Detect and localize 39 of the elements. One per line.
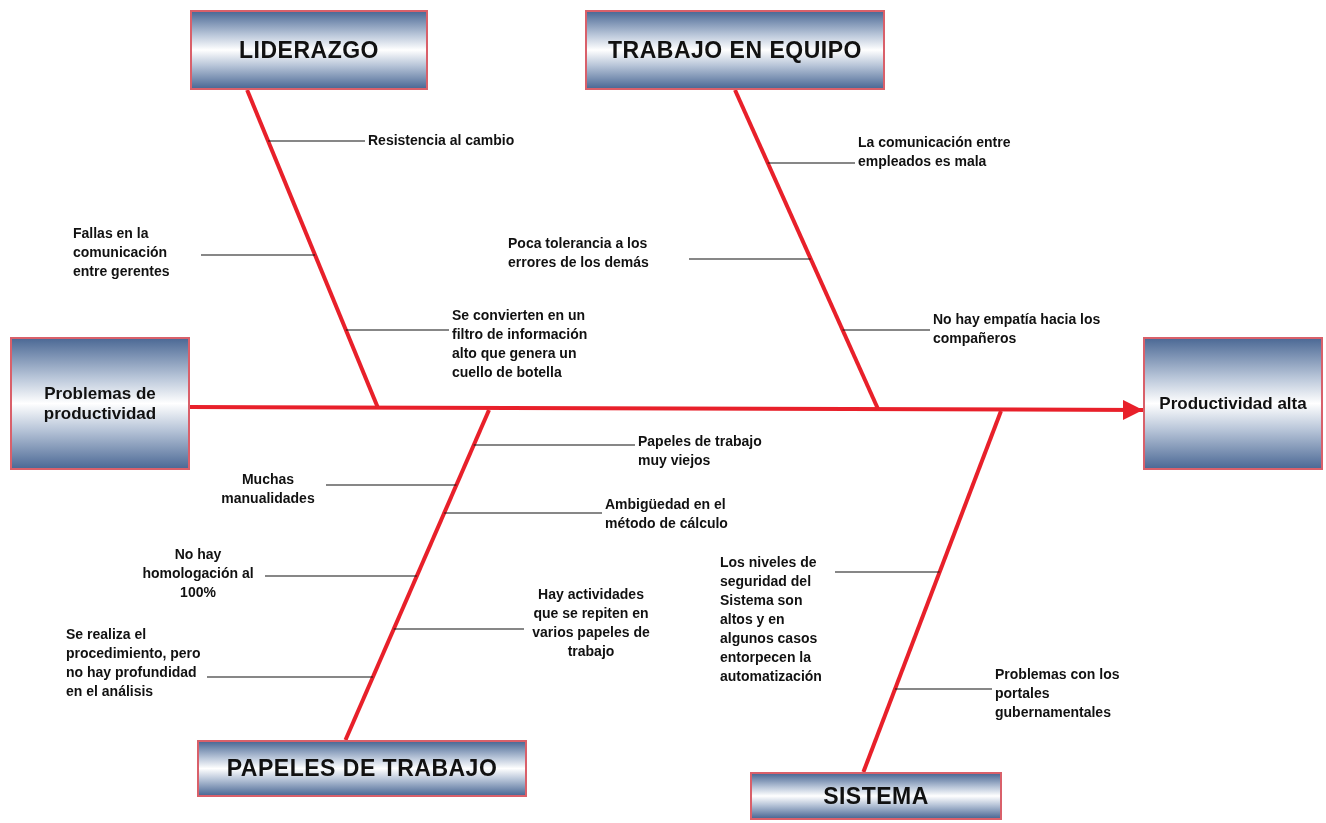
leader-line xyxy=(325,484,457,486)
leader-line xyxy=(200,254,316,256)
cause-text: La comunicación entre empleados es mala xyxy=(858,133,1013,171)
category-box: Problemas de productividad xyxy=(10,337,190,470)
bone-line xyxy=(245,89,380,409)
spine-arrow xyxy=(190,399,1143,420)
leader-line xyxy=(688,258,812,260)
leader-line xyxy=(345,329,450,331)
category-box: SISTEMA xyxy=(750,772,1002,820)
cause-text: Los niveles de seguridad del Sistema son altos y en algunos casos entorpecen la automatización xyxy=(720,553,832,686)
cause-text: Se realiza el procedimiento, pero no hay profundidad en el análisis xyxy=(66,625,204,701)
cause-text: No hay homologación al 100% xyxy=(134,545,262,602)
cause-text: Resistencia al cambio xyxy=(368,131,515,150)
leader-line xyxy=(767,162,856,164)
leader-line xyxy=(206,676,374,678)
bone-line xyxy=(733,89,880,410)
leader-line xyxy=(473,444,636,446)
cause-text: Papeles de trabajo muy viejos xyxy=(638,432,788,470)
leader-line xyxy=(264,575,418,577)
category-box: PAPELES DE TRABAJO xyxy=(197,740,527,797)
cause-text: No hay empatía hacia los compañeros xyxy=(933,310,1105,348)
leader-line xyxy=(267,140,366,142)
leader-line xyxy=(443,512,603,514)
category-box: Productividad alta xyxy=(1143,337,1323,470)
leader-line xyxy=(834,571,941,573)
cause-text: Muchas manualidades xyxy=(213,470,323,508)
cause-text: Hay actividades que se repiten en varios papeles de trabajo xyxy=(527,585,655,661)
leader-line xyxy=(842,329,931,331)
cause-text: Se convierten en un filtro de información alto que genera un cuello de botella xyxy=(452,306,614,382)
category-box: LIDERAZGO xyxy=(190,10,428,90)
bone-line xyxy=(861,410,1003,773)
cause-text: Ambigüedad en el método de cálculo xyxy=(605,495,747,533)
category-box: TRABAJO EN EQUIPO xyxy=(585,10,885,90)
cause-text: Fallas en la comunicación entre gerentes xyxy=(73,224,198,281)
cause-text: Problemas con los portales gubernamentales xyxy=(995,665,1140,722)
leader-line xyxy=(393,628,525,630)
leader-line xyxy=(894,688,993,690)
cause-text: Poca tolerancia a los errores de los demás xyxy=(508,234,686,272)
bone-line xyxy=(343,409,491,741)
